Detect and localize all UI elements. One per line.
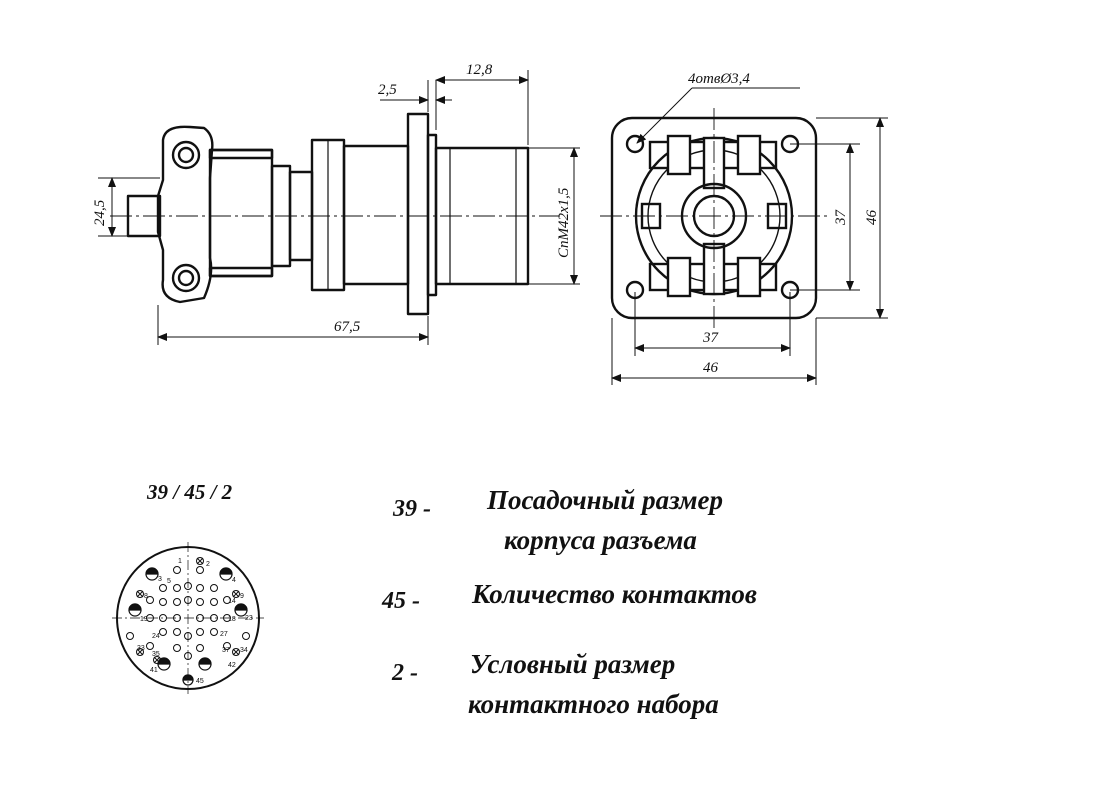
- flange: [406, 112, 430, 316]
- dim-flange-thickness: 2,5: [378, 82, 397, 98]
- cable-lug: [156, 125, 214, 304]
- lug-hole-bottom: [171, 263, 201, 293]
- pin-label: 33: [137, 645, 145, 652]
- pin-label: 27: [220, 631, 228, 638]
- pin-label: 18: [228, 616, 236, 623]
- dim-flange-height: 46: [864, 210, 880, 226]
- pin-layout-code: 39 / 45 / 2: [147, 480, 233, 504]
- pin-label: 35: [152, 651, 160, 658]
- dim-thread-length: 12,8: [466, 62, 493, 78]
- pin-label: 23: [245, 615, 253, 622]
- pin-label: 14: [228, 598, 236, 605]
- pin-label: 8: [144, 593, 148, 600]
- mount-hole-1: [625, 134, 645, 154]
- legend-number-2: 45 -: [382, 588, 420, 614]
- pin-label: 3: [158, 576, 162, 583]
- front-dimensions: [611, 87, 888, 385]
- pin-label: 42: [228, 662, 236, 669]
- legend-text-3a: Условный размер: [470, 649, 676, 679]
- legend-number-1: 39 -: [393, 496, 431, 522]
- front-centerlines: [600, 108, 830, 330]
- pin-label: 1: [178, 558, 182, 565]
- pin-label: 5: [167, 578, 171, 585]
- threaded-part: [434, 146, 530, 286]
- legend-text-1b: корпуса разъема: [504, 525, 697, 555]
- pin-label: 34: [240, 647, 248, 654]
- dim-hole-spacing-horizontal: 37: [702, 330, 720, 346]
- pin-layout: [112, 542, 264, 694]
- pin-label: 19: [140, 616, 148, 623]
- legend-text-3b: контактного набора: [468, 689, 719, 719]
- pin-label: 37: [222, 647, 230, 654]
- pin-label: 45: [196, 678, 204, 685]
- legend-number-3: 2 -: [392, 660, 418, 686]
- dim-flange-width: 46: [703, 360, 719, 376]
- lug-hole-top: [171, 140, 201, 170]
- pin-labels: 1 2 3 4 5 8 9 14 18 19 23 24 27 33 34 35…: [137, 558, 253, 685]
- body-section-4: [342, 144, 410, 286]
- dim-hole-spacing-vertical: 37: [833, 209, 849, 227]
- legend-text-2: Количество контактов: [472, 579, 757, 609]
- legend-text-1a: Посадочный размер: [487, 485, 723, 515]
- pin-label: 41: [150, 667, 158, 674]
- dim-overall-length: 67,5: [334, 319, 361, 335]
- dim-height: 24,5: [92, 199, 108, 226]
- pin-label: 24: [152, 633, 160, 640]
- pin-label: 4: [232, 577, 236, 584]
- cable-stub: [126, 194, 162, 238]
- side-view: [110, 112, 560, 316]
- pin-label: 2: [206, 561, 210, 568]
- dim-holes: 4отвØ3,4: [688, 71, 750, 87]
- side-dimensions: [98, 70, 580, 345]
- pin-label: 9: [240, 593, 244, 600]
- body-section-1: [208, 148, 274, 278]
- dim-thread: СпМ42х1,5: [556, 187, 572, 258]
